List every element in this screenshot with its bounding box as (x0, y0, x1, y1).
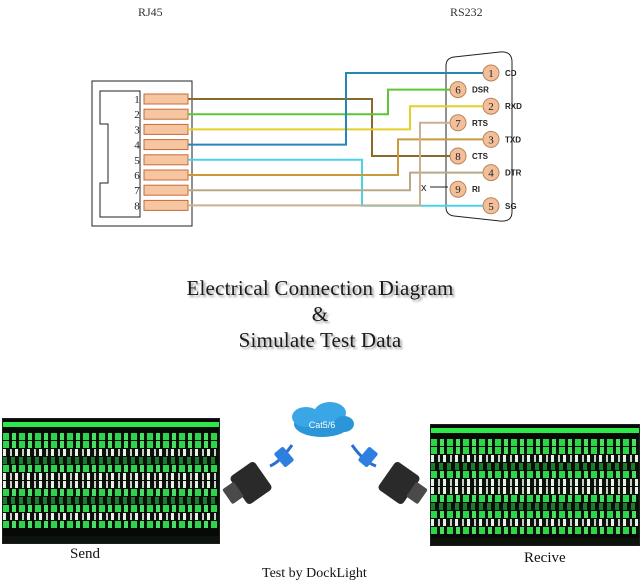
wire-bundle (188, 72, 483, 207)
wire-pin-3 (188, 105, 483, 131)
rj45-pin-5 (143, 154, 189, 166)
rj45-pin-7 (143, 184, 189, 196)
db9-signal-label: CD (505, 69, 517, 78)
headline-ampersand: & (311, 302, 329, 326)
headline-line-1: Electrical Connection Diagram (186, 276, 454, 300)
right-adapter-icon (350, 444, 428, 504)
test-by-label: Test by DockLight (262, 566, 367, 581)
rj45-pin-label: 1 (134, 94, 140, 106)
rj45-pin-8 (143, 199, 189, 211)
db9-pin-number: 1 (488, 68, 494, 80)
rj45-pin-1 (143, 93, 189, 105)
db9-pin-number: 7 (455, 118, 461, 130)
receive-data-screen (430, 424, 640, 546)
rj45-title: RJ45 (138, 5, 163, 19)
headline-line-3: Simulate Test Data (238, 328, 402, 352)
send-label: Send (70, 546, 100, 562)
wire-pin-7 (188, 171, 483, 192)
rj45-pin-4 (143, 139, 189, 151)
rj45-latch-outline (99, 90, 141, 218)
db9-signal-label: TXD (505, 135, 521, 144)
wire-pin-1 (188, 98, 450, 157)
db9-signal-label: CTS (472, 152, 489, 161)
rj45-pin-label: 8 (134, 200, 140, 212)
cloud-label: Cat5/6 (309, 420, 336, 430)
rj45-pin-3 (143, 123, 189, 135)
rj45-connector: 1 2 3 4 5 6 7 8 (91, 80, 193, 227)
db9-signal-label: RXD (505, 102, 522, 111)
db9-pin-number: 2 (488, 101, 494, 113)
wire-pin-5 (188, 158, 483, 207)
rj45-pin-label: 6 (134, 170, 140, 182)
rj45-pin-label: 5 (134, 155, 140, 167)
db9-pin-number: 5 (488, 201, 494, 213)
no-connect-mark: x (421, 182, 427, 194)
db9-pin-number: 4 (488, 168, 494, 180)
receive-label: Recive (524, 550, 566, 566)
rj45-pin-label: 2 (134, 109, 140, 121)
db9-pin-number: 8 (455, 151, 461, 163)
network-cloud: Cat5/6 (292, 402, 354, 437)
rj45-pin-label: 4 (134, 140, 140, 152)
db9-pin-number: 3 (488, 134, 494, 146)
db9-signal-label: DSR (472, 86, 489, 95)
rj45-pin-label: 3 (134, 124, 140, 136)
db9-signal-label: RI (472, 185, 480, 194)
db9-signal-label: SG (505, 202, 517, 211)
wire-pin-4 (188, 72, 483, 146)
wire-pin-2 (188, 88, 450, 116)
db9-pin-9 (449, 180, 467, 198)
db9-pin-number: 6 (455, 85, 461, 97)
db9-pin-number: 9 (455, 184, 461, 196)
rj45-pin-label: 7 (134, 185, 140, 197)
left-adapter-icon (222, 444, 294, 504)
rj45-pin-2 (143, 108, 189, 120)
rj45-pin-6 (143, 169, 189, 181)
db9-connector: 1 CD 6 DSR 2 RXD 7 RTS 3 TXD 8 CTS 4 DTR 9 RI 5 SG (445, 51, 522, 222)
wire-pin-6 (188, 138, 483, 176)
db9-signal-label: RTS (472, 119, 489, 128)
send-data-screen (2, 418, 220, 544)
rs232-title: RS232 (450, 5, 483, 19)
db9-signal-label: DTR (505, 169, 522, 178)
wire-pin-8 (188, 121, 450, 207)
